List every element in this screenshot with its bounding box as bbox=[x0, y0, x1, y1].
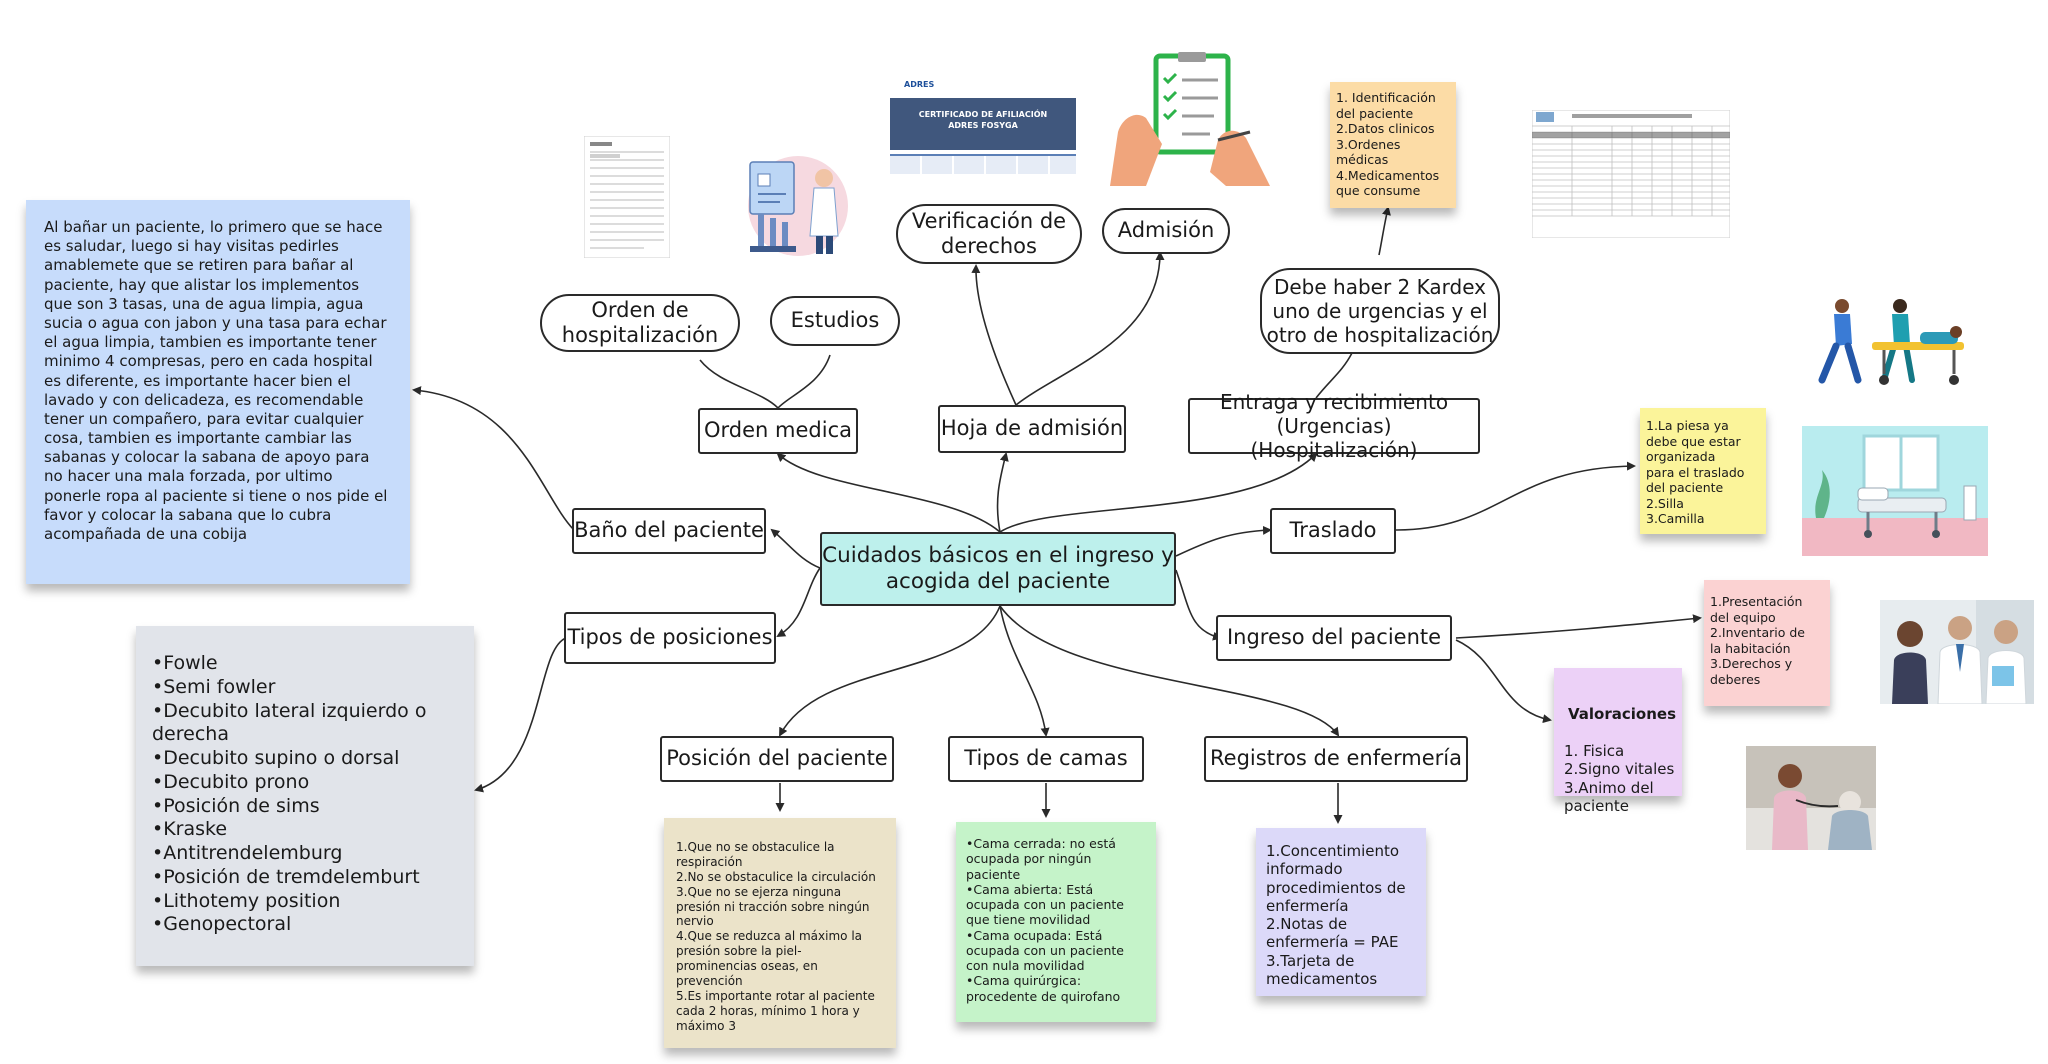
wire-to-orden-medica bbox=[776, 452, 1001, 533]
wire-hoja-to-verificacion bbox=[971, 264, 1017, 406]
form-document-image bbox=[584, 136, 670, 258]
note-bano-paciente: Al bañar un paciente, lo primero que se … bbox=[26, 200, 410, 584]
wire-to-hoja-admision bbox=[996, 452, 1009, 533]
branch-tipos-posiciones[interactable]: Tipos de posiciones bbox=[564, 612, 776, 664]
medical-team-photo bbox=[1880, 600, 2034, 704]
stretcher-transport-illustration bbox=[1818, 299, 1964, 385]
wire-ingreso-to-valoraciones bbox=[1455, 639, 1552, 724]
sub-admision[interactable]: Admisión bbox=[1102, 208, 1230, 254]
branch-traslado[interactable]: Traslado bbox=[1270, 508, 1396, 554]
doctor-lab-illustration bbox=[748, 156, 848, 256]
note-tipos-posiciones: •Fowle •Semi fowler •Decubito lateral iz… bbox=[136, 626, 474, 966]
wire-orden-to-estudios bbox=[777, 354, 831, 409]
branch-entrega-recibimiento[interactable]: Entraga y recibimiento (Urgencias) (Hosp… bbox=[1188, 390, 1480, 462]
branch-posicion-paciente[interactable]: Posición del paciente bbox=[660, 736, 894, 782]
wire-kardex-to-note bbox=[1378, 206, 1391, 256]
wire-bano-to-note bbox=[412, 386, 575, 531]
valoraciones-title: Valoraciones bbox=[1568, 705, 1676, 723]
central-topic[interactable]: Cuidados básicos en el ingreso y acogida… bbox=[820, 532, 1176, 606]
note-posicion-paciente: 1.Que no se obstaculice la respiración 2… bbox=[664, 818, 896, 1048]
wire-to-traslado bbox=[1175, 525, 1272, 557]
clipboard-hand-illustration bbox=[1110, 52, 1270, 186]
note-traslado: 1.La piesa ya debe que estar organizada … bbox=[1640, 408, 1766, 534]
certificate-table bbox=[890, 154, 1076, 174]
sub-orden-hospitalizacion[interactable]: Orden de hospitalización bbox=[540, 294, 740, 352]
nurse-patient-photo bbox=[1746, 746, 1876, 850]
adres-banner: CERTIFICADO DE AFILIACIÓN ADRES FOSYGA bbox=[890, 98, 1076, 150]
note-tipos-camas: •Cama cerrada: no está ocupada por ningú… bbox=[956, 822, 1156, 1022]
wire-to-ingreso bbox=[1175, 569, 1222, 641]
branch-tipos-camas[interactable]: Tipos de camas bbox=[948, 736, 1144, 782]
wire-traslado-to-note bbox=[1395, 461, 1636, 531]
branch-bano-paciente[interactable]: Baño del paciente bbox=[572, 508, 766, 554]
sub-estudios[interactable]: Estudios bbox=[770, 296, 900, 346]
adres-logo: ADRES bbox=[904, 80, 935, 89]
wire-hoja-to-admision bbox=[1015, 251, 1165, 406]
branch-ingreso-paciente[interactable]: Ingreso del paciente bbox=[1216, 615, 1452, 661]
wire-to-tipos-camas bbox=[999, 605, 1050, 737]
adres-certificate-image: ADRES CERTIFICADO DE AFILIACIÓN ADRES FO… bbox=[890, 78, 1076, 174]
hospital-room-illustration bbox=[1802, 426, 1988, 556]
wire-to-posicion bbox=[779, 605, 1001, 737]
nursing-sheet-image bbox=[1532, 110, 1730, 238]
sub-verificacion-derechos[interactable]: Verificación de derechos bbox=[896, 204, 1082, 264]
branch-hoja-admision[interactable]: Hoja de admisión bbox=[938, 405, 1126, 453]
note-kardex: 1. Identificación del paciente 2.Datos c… bbox=[1330, 82, 1456, 208]
note-ingreso-paciente: 1.Presentación del equipo 2.Inventario d… bbox=[1704, 580, 1830, 706]
wire-to-entrega bbox=[999, 452, 1318, 533]
valoraciones-list: 1. Fisica 2.Signo vitales 3.Animo del pa… bbox=[1564, 742, 1675, 815]
wire-to-bano bbox=[770, 528, 821, 569]
wire-orden-to-hospitalizacion bbox=[699, 359, 779, 409]
certificate-title: CERTIFICADO DE AFILIACIÓN bbox=[918, 110, 1048, 119]
wire-posiciones-to-note bbox=[474, 637, 567, 793]
note-registros-enfermeria: 1.Concentimiento informado procedimiento… bbox=[1256, 828, 1426, 996]
sub-kardex[interactable]: Debe haber 2 Kardex uno de urgencias y e… bbox=[1260, 268, 1500, 354]
branch-orden-medica[interactable]: Orden medica bbox=[698, 408, 858, 454]
certificate-subtitle: ADRES FOSYGA bbox=[948, 120, 1018, 130]
note-valoraciones: Valoraciones 1. Fisica 2.Signo vitales 3… bbox=[1554, 668, 1682, 815]
branch-registros-enfermeria[interactable]: Registros de enfermería bbox=[1204, 736, 1468, 782]
wire-ingreso-to-note bbox=[1455, 614, 1702, 639]
wire-to-tipos-posiciones bbox=[776, 567, 821, 638]
